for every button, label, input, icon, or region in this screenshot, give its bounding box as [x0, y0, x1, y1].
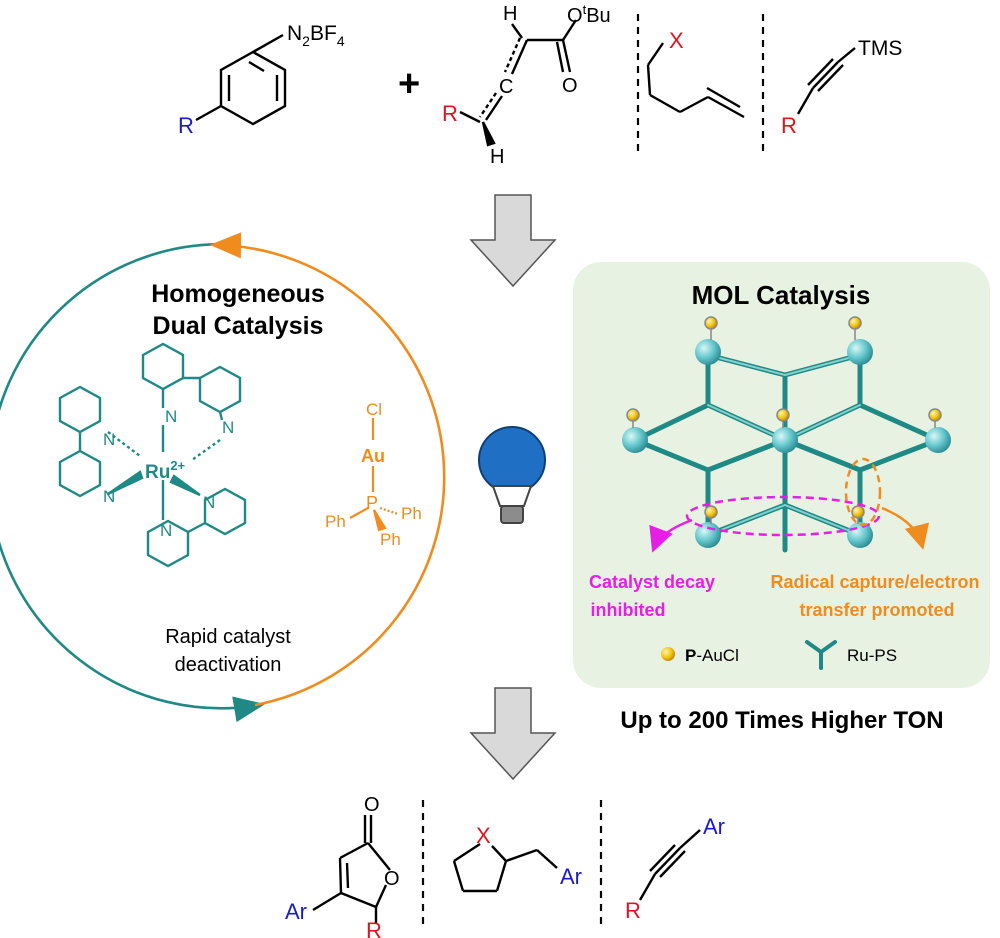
tagline: Up to 200 Times Higher TON — [620, 707, 943, 734]
gold-sphere-icon — [704, 505, 718, 519]
alkyne-r-group: R — [781, 113, 797, 138]
gold-sphere-icon — [704, 316, 718, 330]
gold-cl-label: Cl — [366, 400, 382, 419]
down-arrow-icon — [469, 194, 557, 288]
gold-sites — [626, 316, 942, 524]
ph-left-label: Ph — [325, 512, 346, 531]
thf-x-group: X — [476, 823, 491, 848]
ru-node-icon — [847, 522, 873, 548]
gold-sphere-icon — [928, 408, 942, 422]
deactivation-caption-1: Rapid catalyst — [165, 626, 291, 648]
ru-node-icon — [772, 427, 798, 453]
alkyne-product-r: R — [625, 898, 641, 923]
ph3p-aucl — [349, 418, 399, 532]
transfer-annotation-1: Radical capture/electron — [770, 572, 979, 592]
butenolide-carbonyl-o: O — [364, 794, 380, 816]
butenolide-product — [312, 815, 391, 924]
butenolide-r: R — [366, 918, 382, 938]
alkenyl-substrate — [646, 42, 745, 119]
ph-right-label: Ph — [401, 504, 422, 523]
n-label-top-right: N — [222, 418, 234, 437]
legend-ru-label: Ru-PS — [847, 646, 897, 665]
butenolide-ar: Ar — [285, 899, 307, 924]
aryl-alkyne-product — [638, 829, 701, 901]
allene-r-group: R — [442, 101, 458, 126]
legend-gold-sphere-icon — [661, 647, 675, 661]
tms-alkyne — [796, 47, 856, 115]
ru-node-icon — [695, 339, 721, 365]
mol-title: MOL Catalysis — [692, 280, 871, 310]
ru-bpy-complex — [58, 342, 247, 568]
n-label-top: N — [165, 407, 177, 426]
orange-cycle-arc — [209, 232, 446, 707]
allene-h-bottom: H — [490, 146, 504, 168]
homogeneous-title-2: Dual Catalysis — [153, 312, 324, 340]
allene-carbonyl-o: O — [562, 75, 578, 97]
down-arrow-icon — [469, 687, 557, 781]
catalytic-cycle — [0, 232, 446, 723]
decay-annotation-1: Catalyst decay — [589, 572, 715, 592]
butenolide-ring-o: O — [384, 868, 400, 890]
diazonium-label: N2BF4 — [287, 22, 345, 49]
plus-sign: + — [398, 63, 420, 105]
n-label-left-bottom: N — [103, 487, 115, 506]
mol-lattice-highlight — [707, 354, 861, 536]
gold-sphere-icon — [848, 316, 862, 330]
gold-p-label: P — [366, 493, 378, 513]
thf-ar: Ar — [560, 864, 582, 889]
teal-cycle-arc — [0, 243, 266, 723]
tms-label: TMS — [858, 37, 902, 60]
light-bulb-icon — [478, 426, 546, 524]
mol-panel — [573, 262, 990, 688]
ru-node-icon — [925, 427, 951, 453]
n-label-right: N — [203, 493, 215, 512]
transfer-pointer-arrow — [881, 506, 930, 550]
n-label-left: N — [103, 430, 115, 449]
gold-sphere-icon — [626, 408, 640, 422]
tert-butyl-ester-label: OtBu — [567, 2, 611, 27]
homogeneous-title-1: Homogeneous — [151, 280, 325, 308]
n-label-bottom: N — [160, 521, 172, 540]
ph-bottom-label: Ph — [380, 530, 401, 549]
thf-product — [452, 842, 558, 893]
gold-sphere-icon — [851, 505, 865, 519]
alkene-x-group: X — [669, 28, 684, 53]
gold-sphere-icon — [776, 408, 790, 422]
gold-au-label: Au — [361, 446, 385, 466]
allene-h-top: H — [503, 3, 517, 25]
ru-node-icon — [622, 427, 648, 453]
allenoate — [459, 19, 578, 147]
decay-annotation-2: inhibited — [591, 600, 666, 620]
alkyne-ar: Ar — [703, 814, 725, 839]
ru-nodes — [622, 339, 951, 548]
ru-node-icon — [847, 339, 873, 365]
diazonium-r-group: R — [178, 113, 194, 138]
aryl-diazonium — [195, 33, 287, 126]
allene-center-c: C — [499, 76, 513, 98]
deactivation-caption-2: deactivation — [175, 654, 282, 676]
legend-gold-label: P-AuCl — [685, 646, 739, 665]
ru-center-label: Ru2+ — [145, 458, 186, 483]
decay-highlight-ellipse — [685, 495, 881, 537]
decay-pointer-arrow — [649, 518, 693, 553]
transfer-highlight-ellipse — [844, 457, 882, 527]
transfer-annotation-2: transfer promoted — [799, 600, 954, 620]
legend-ru-node-icon — [805, 640, 837, 670]
